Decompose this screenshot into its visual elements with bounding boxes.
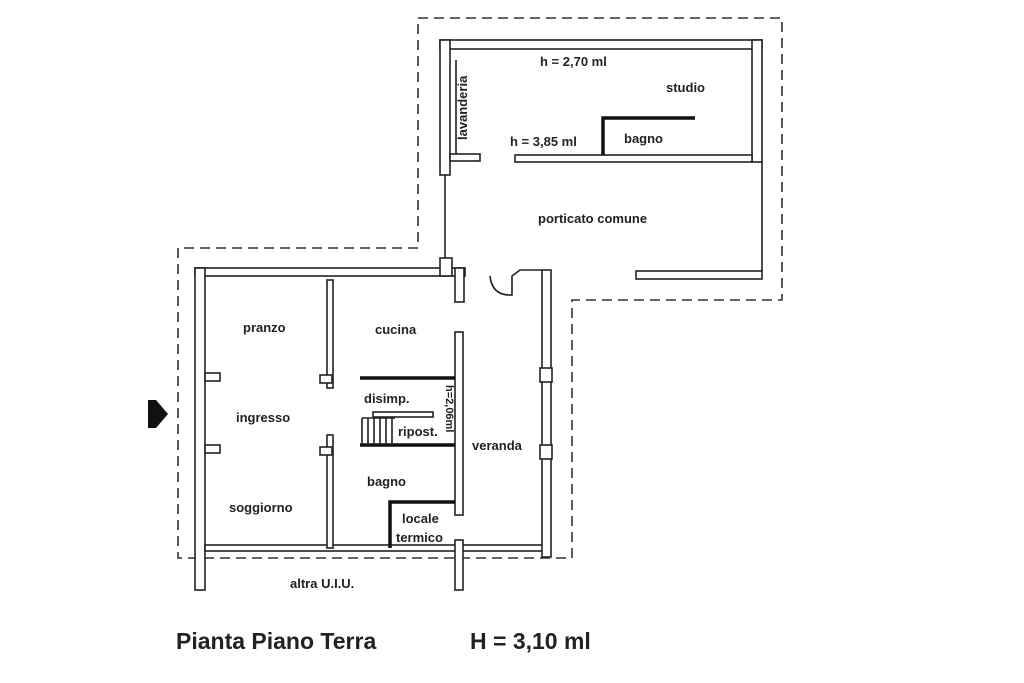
plan-height: H = 3,10 ml <box>470 628 591 654</box>
room-porticato: porticato comune <box>538 211 647 226</box>
property-boundary <box>177 17 783 559</box>
room-studio: studio <box>666 80 705 95</box>
lower-building <box>194 257 553 591</box>
plan-title: Pianta Piano Terra <box>176 628 377 654</box>
room-pranzo: pranzo <box>243 320 286 335</box>
room-ripostiglio: ripost. <box>398 424 438 439</box>
room-height-studio: h = 2,70 ml <box>540 54 607 69</box>
room-altra-uiu: altra U.I.U. <box>290 576 354 591</box>
upper-building <box>439 39 763 280</box>
room-locale-termico-line1: locale <box>402 511 439 526</box>
room-disimpegno: disimp. <box>364 391 410 406</box>
room-bagno-upper: bagno <box>624 131 663 146</box>
room-veranda: veranda <box>472 438 523 453</box>
room-soggiorno: soggiorno <box>229 500 293 515</box>
room-cucina: cucina <box>375 322 417 337</box>
room-height-ripostiglio: h=2,06ml <box>443 385 455 432</box>
room-bagno-lower: bagno <box>367 474 406 489</box>
entrance-arrow-icon <box>148 400 168 428</box>
room-height-bagno: h = 3,85 ml <box>510 134 577 149</box>
room-ingresso: ingresso <box>236 410 290 425</box>
room-locale-termico-line2: termico <box>396 530 443 545</box>
room-lavanderia: lavanderia <box>455 75 470 140</box>
